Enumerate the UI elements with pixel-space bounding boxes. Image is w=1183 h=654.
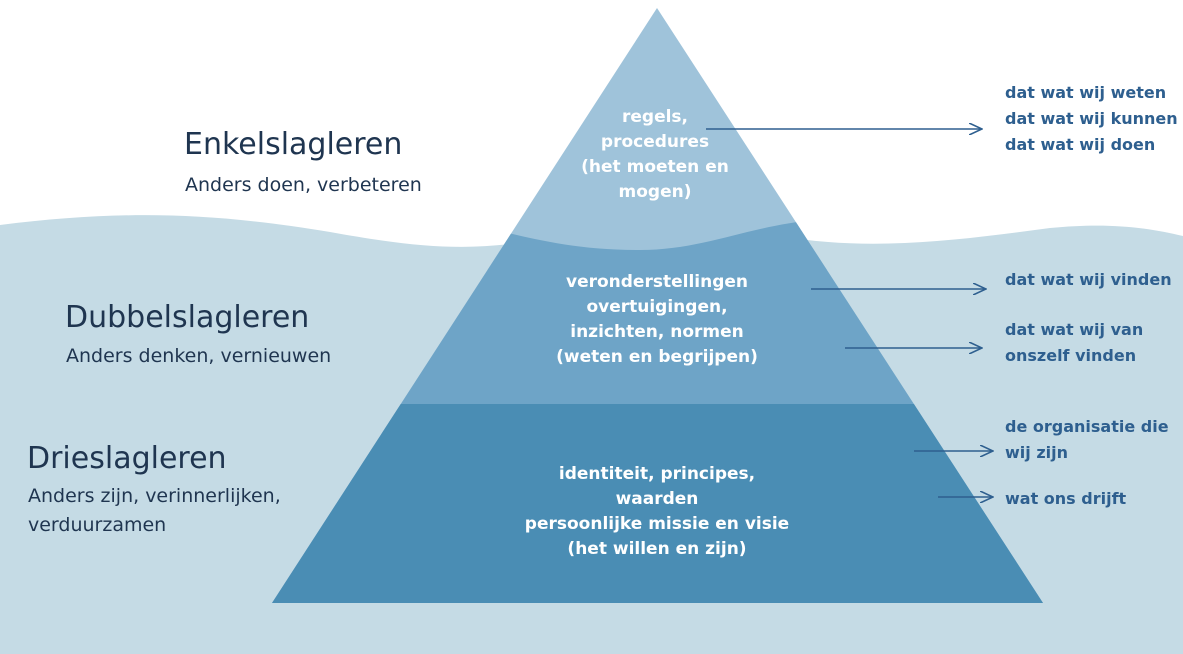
level-subtitle-drieslagleren: Anders zijn, verinnerlijken, verduurzame… bbox=[28, 485, 281, 536]
level-title-enkelslagleren: Enkelslagleren bbox=[184, 127, 403, 162]
annotation-vinden: dat wat wij vinden bbox=[1005, 270, 1172, 289]
level-title-drieslagleren: Drieslagleren bbox=[27, 441, 227, 476]
pyramid-bottom-tier bbox=[272, 404, 1043, 603]
pyramid-middle-text: veronderstellingen overtuigingen, inzich… bbox=[556, 272, 758, 367]
annotation-arrows bbox=[706, 129, 992, 497]
annotation-drijft: wat ons drijft bbox=[1005, 489, 1127, 508]
annotation-organisatie: de organisatie die wij zijn bbox=[1005, 417, 1169, 462]
pyramid-bottom-text: identiteit, principes, waarden persoonli… bbox=[524, 464, 790, 559]
annotation-onszelf-vinden: dat wat wij van onszelf vinden bbox=[1005, 320, 1144, 365]
level-subtitle-enkelslagleren: Anders doen, verbeteren bbox=[185, 174, 422, 196]
level-title-dubbelslagleren: Dubbelslagleren bbox=[65, 300, 310, 335]
pyramid-top-text: regels, procedures (het moeten en mogen) bbox=[581, 107, 729, 202]
level-subtitle-dubbelslagleren: Anders denken, vernieuwen bbox=[66, 345, 332, 367]
annotation-weten-kunnen-doen: dat wat wij weten dat wat wij kunnen dat… bbox=[1005, 83, 1178, 154]
